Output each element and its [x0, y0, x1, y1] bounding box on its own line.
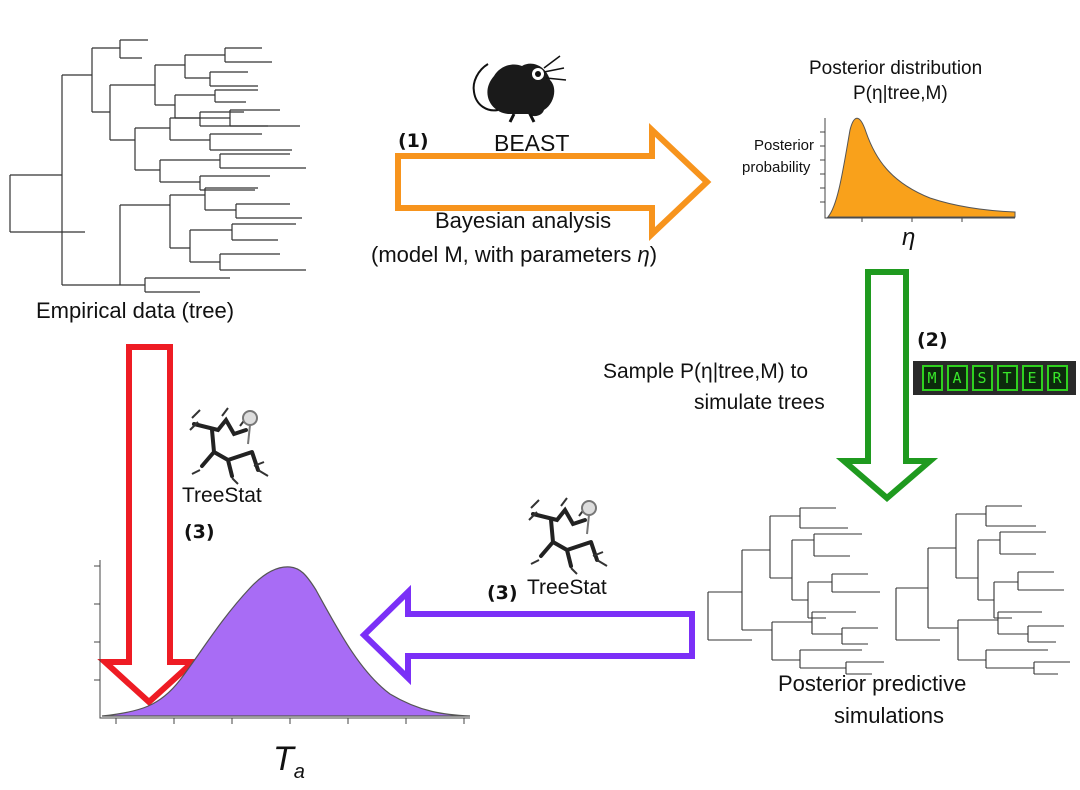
- posterior-title-line-1: Posterior distribution: [809, 58, 983, 79]
- statistic-xlabel-sub: a: [293, 760, 305, 783]
- predictive-line-1: Posterior predictive: [778, 671, 967, 696]
- master-letter: R: [1046, 365, 1068, 391]
- treestat-logo-left: [189, 407, 269, 485]
- analysis-line-2-prefix: (model M, with parameters: [371, 242, 638, 267]
- posterior-xlabel: η: [902, 224, 916, 251]
- analysis-param-eta: η: [637, 242, 650, 267]
- orange-arrow: [395, 123, 712, 241]
- predictive-line-2: simulations: [834, 703, 945, 728]
- master-logo: M A S T E R: [913, 361, 1076, 395]
- analysis-line-2-suffix: ): [649, 242, 658, 267]
- step-2-label: (2): [917, 329, 948, 351]
- simulated-tree-right: [895, 505, 1070, 675]
- posterior-title-line-2: P(η|tree,M): [853, 83, 948, 104]
- sample-line-1: Sample P(η|tree,M) to: [603, 360, 809, 383]
- purple-arrow: [359, 584, 695, 686]
- treestat-logo-bottom: [528, 497, 608, 575]
- sample-line-2: simulate trees: [694, 391, 825, 414]
- master-letter: E: [1021, 365, 1043, 391]
- analysis-line-2: (model M, with parameters η): [371, 242, 657, 268]
- beast-logo: [472, 55, 567, 123]
- statistic-xlabel-main: T: [273, 740, 294, 778]
- step-1-label: (1): [398, 130, 429, 152]
- statistic-plot: [94, 560, 471, 724]
- master-letter: A: [946, 365, 968, 391]
- posterior-plot: [820, 117, 1016, 222]
- statistic-xlabel: Ta: [273, 740, 305, 784]
- master-letter: M: [921, 365, 943, 391]
- step-3-label-left: (3): [184, 521, 215, 543]
- empirical-label: Empirical data (tree): [36, 298, 235, 323]
- green-arrow: [835, 269, 939, 502]
- treestat-label-left: TreeStat: [182, 484, 262, 507]
- beast-label: BEAST: [494, 130, 570, 156]
- master-letter: S: [971, 365, 993, 391]
- red-arrow: [97, 344, 201, 707]
- treestat-label-bottom: TreeStat: [527, 576, 607, 599]
- posterior-ylabel-line-2: probability: [742, 159, 811, 176]
- analysis-line-1: Bayesian analysis: [435, 208, 612, 233]
- simulated-tree-left: [707, 507, 884, 675]
- step-3-label-bottom: (3): [487, 582, 518, 604]
- master-letter: T: [996, 365, 1018, 391]
- posterior-ylabel-line-1: Posterior: [754, 137, 815, 154]
- empirical-tree: [9, 39, 306, 293]
